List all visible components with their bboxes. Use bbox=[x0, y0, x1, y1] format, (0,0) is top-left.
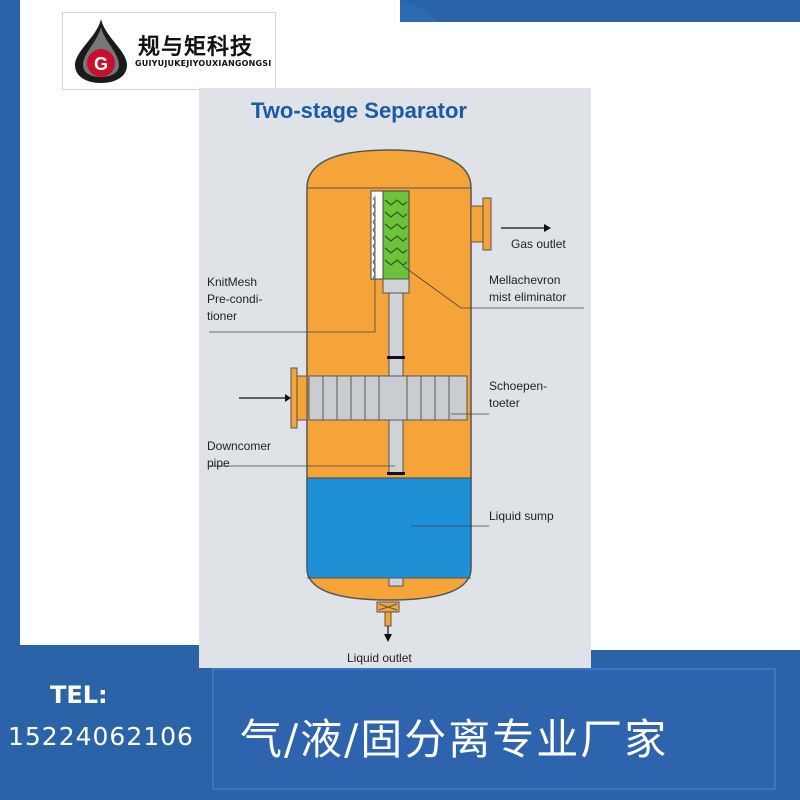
schoepentoeter-vanes bbox=[308, 375, 468, 421]
knitmesh-pad bbox=[370, 190, 384, 280]
gas-outlet-nozzle bbox=[470, 205, 484, 243]
tel-label: TEL: bbox=[50, 681, 108, 709]
label-mellachevron-2: mist eliminator bbox=[489, 290, 566, 304]
label-knitmesh-2: Pre-condi- bbox=[207, 292, 262, 306]
inlet-nozzle bbox=[296, 375, 308, 421]
tel-number[interactable]: 15224062106 bbox=[8, 722, 194, 751]
liquid-sump bbox=[306, 477, 472, 579]
label-downcomer-1: Downcomer bbox=[207, 439, 271, 453]
label-knitmesh-3: tioner bbox=[207, 309, 237, 323]
logo-letter: G bbox=[94, 54, 108, 74]
slogan-panel bbox=[212, 668, 776, 790]
label-downcomer-2: pipe bbox=[207, 456, 230, 470]
label-mellachevron-1: Mellachevron bbox=[489, 273, 560, 287]
slogan-text: 气/液/固分离专业厂家 bbox=[240, 715, 669, 764]
separator-drawing: Two-stage Separator Gas outlet bbox=[199, 88, 591, 668]
label-liquid-sump: Liquid sump bbox=[489, 509, 554, 523]
brand-name-en: GUIYUJUKEJIYOUXIANGONGSI bbox=[135, 59, 272, 68]
logo-drop-icon: G bbox=[75, 19, 127, 83]
mellachevron-pack bbox=[382, 190, 410, 280]
label-gas-outlet: Gas outlet bbox=[511, 237, 566, 251]
brand-name-cn: 规与矩科技 bbox=[138, 35, 254, 60]
label-schoepen-2: toeter bbox=[489, 396, 520, 410]
label-liquid-outlet: Liquid outlet bbox=[347, 651, 412, 665]
company-logo: G 规与矩科技 GUIYUJUKEJIYOUXIANGONGSI bbox=[62, 12, 276, 90]
diagram-title: Two-stage Separator bbox=[251, 98, 467, 123]
label-knitmesh-1: KnitMesh bbox=[207, 275, 257, 289]
separator-diagram: Two-stage Separator Gas outlet bbox=[199, 88, 591, 668]
label-schoepen-1: Schoepen- bbox=[489, 379, 547, 393]
